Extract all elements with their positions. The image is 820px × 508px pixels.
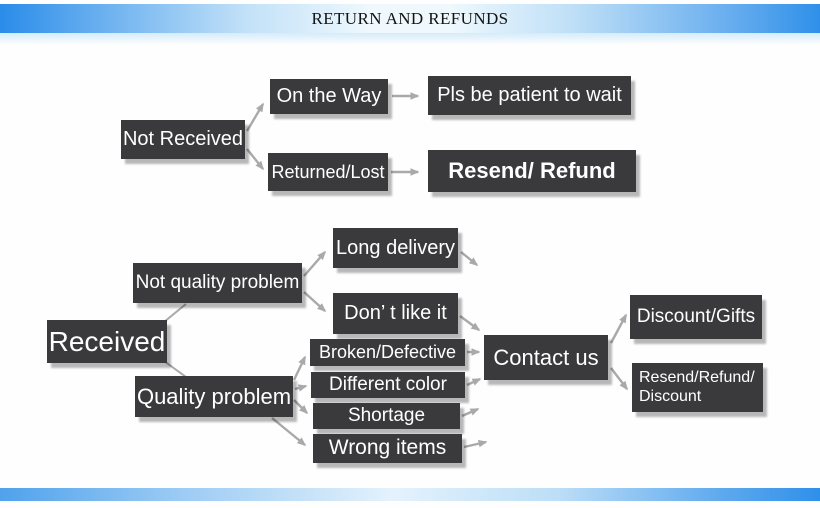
node-on-the-way: On the Way (270, 79, 388, 114)
connector-received-to-quality (163, 360, 187, 378)
arrow-contact-us-to-resend-refund-discount (610, 367, 628, 391)
arrow-not-quality-to-dont-like-it (303, 291, 327, 313)
arrow-not-received-to-returned-lost (246, 148, 264, 171)
bottom-banner (0, 488, 820, 501)
arrow-long-delivery-out (460, 251, 479, 266)
arrow-quality-to-different-color (294, 384, 308, 392)
node-pls-be-patient: Pls be patient to wait (428, 76, 631, 115)
node-resend-refund-discount: Resend/Refund/ Discount (632, 363, 763, 412)
node-received: Received (47, 320, 167, 363)
header-banner: RETURN AND REFUNDS (0, 4, 820, 33)
node-not-quality-problem: Not quality problem (133, 263, 302, 303)
arrow-different-color-to-contact-us (466, 377, 482, 387)
arrow-quality-to-shortage (293, 399, 309, 415)
arrow-shortage-to-contact-us (461, 407, 480, 418)
node-resend-refund-discount-line1: Resend/Refund/ (639, 369, 755, 387)
arrow-dont-like-it-to-contact-us (459, 315, 481, 331)
node-broken-defective: Broken/Defective (310, 339, 465, 366)
connector-received-to-not-quality (163, 303, 187, 323)
node-resend-refund-discount-line2: Discount (639, 387, 702, 405)
arrow-quality-to-wrong-items (271, 417, 307, 446)
arrow-wrong-items-to-contact-us (463, 440, 488, 449)
node-returned-lost: Returned/Lost (268, 153, 388, 191)
node-shortage: Shortage (313, 403, 460, 429)
arrow-contact-us-to-discount-gifts (609, 313, 628, 344)
node-wrong-items: Wrong items (313, 434, 462, 463)
node-long-delivery: Long delivery (333, 228, 458, 268)
arrow-not-quality-to-long-delivery (303, 250, 326, 277)
node-contact-us: Contact us (484, 335, 608, 380)
node-quality-problem: Quality problem (135, 376, 293, 417)
arrow-quality-to-broken (292, 355, 307, 381)
node-dont-like-it: Don’ t like it (333, 293, 458, 334)
header-fade (0, 33, 820, 45)
node-not-received: Not Received (121, 120, 245, 159)
node-different-color: Different color (311, 372, 465, 398)
arrow-not-received-to-on-the-way (245, 102, 265, 132)
node-resend-refund: Resend/ Refund (428, 150, 636, 192)
page-title: RETURN AND REFUNDS (311, 8, 509, 28)
node-discount-gifts: Discount/Gifts (630, 295, 762, 339)
